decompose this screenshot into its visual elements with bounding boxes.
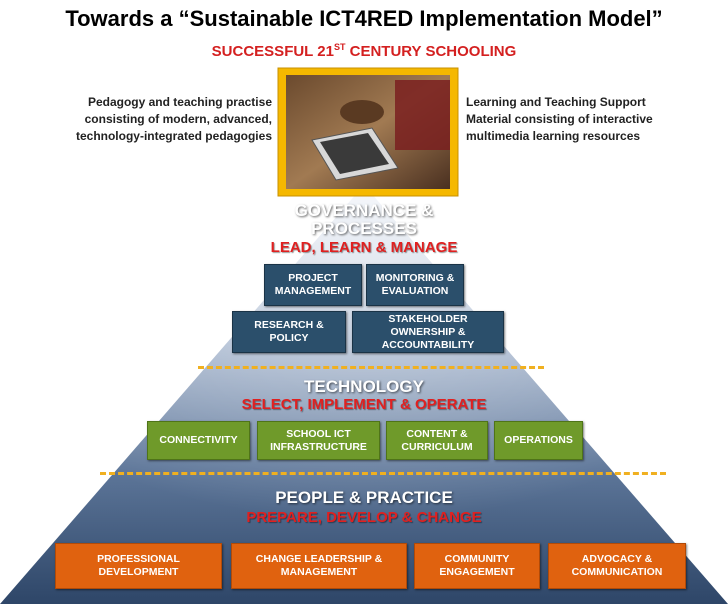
school-ict-infrastructure-box: SCHOOL ICT INFRASTRUCTURE: [257, 421, 380, 460]
governance-title-line1: GOVERNANCE &: [294, 201, 434, 220]
content-curriculum-box: CONTENT & CURRICULUM: [386, 421, 488, 460]
people-title: PEOPLE & PRACTICE: [275, 488, 453, 507]
divider-governance-technology: [198, 366, 544, 369]
monitoring-evaluation-box: MONITORING & EVALUATION: [366, 264, 464, 306]
pedagogy-description: Pedagogy and teaching practise consistin…: [75, 95, 272, 143]
stakeholder-ownership-box: STAKEHOLDER OWNERSHIP & ACCOUNTABILITY: [352, 311, 504, 353]
tablet-screen: [320, 133, 389, 174]
sleeve-image: [395, 80, 450, 150]
pyramid-highlight: [0, 185, 728, 604]
subtitle-superscript: ST: [333, 42, 346, 52]
advocacy-communication-box: ADVOCACY & COMMUNICATION: [548, 543, 686, 589]
divider-technology-people: [100, 472, 666, 475]
connectivity-box: CONNECTIVITY: [147, 421, 250, 460]
diagram-subtitle: SUCCESSFUL 21ST CENTURY SCHOOLING: [0, 42, 728, 60]
hand-image: [340, 100, 384, 124]
diagram-title: Towards a “Sustainable ICT4RED Implement…: [65, 6, 663, 31]
people-subtitle: PREPARE, DEVELOP & CHANGE: [246, 509, 482, 526]
subtitle-main: SUCCESSFUL 21: [211, 43, 334, 60]
project-management-box: PROJECT MANAGEMENT: [264, 264, 362, 306]
subtitle-suffix: CENTURY SCHOOLING: [345, 43, 517, 60]
ltsm-description: Learning and Teaching Support Material c…: [466, 95, 653, 143]
research-policy-box: RESEARCH & POLICY: [232, 311, 346, 353]
governance-title-line2: PROCESSES: [311, 219, 417, 238]
professional-development-box: PROFESSIONAL DEVELOPMENT: [55, 543, 222, 589]
community-engagement-box: COMMUNITY ENGAGEMENT: [414, 543, 540, 589]
technology-title: TECHNOLOGY: [304, 377, 424, 396]
operations-box: OPERATIONS: [494, 421, 583, 460]
technology-subtitle: SELECT, IMPLEMENT & OPERATE: [241, 396, 487, 413]
governance-subtitle: LEAD, LEARN & MANAGE: [270, 239, 458, 256]
change-leadership-box: CHANGE LEADERSHIP & MANAGEMENT: [231, 543, 407, 589]
